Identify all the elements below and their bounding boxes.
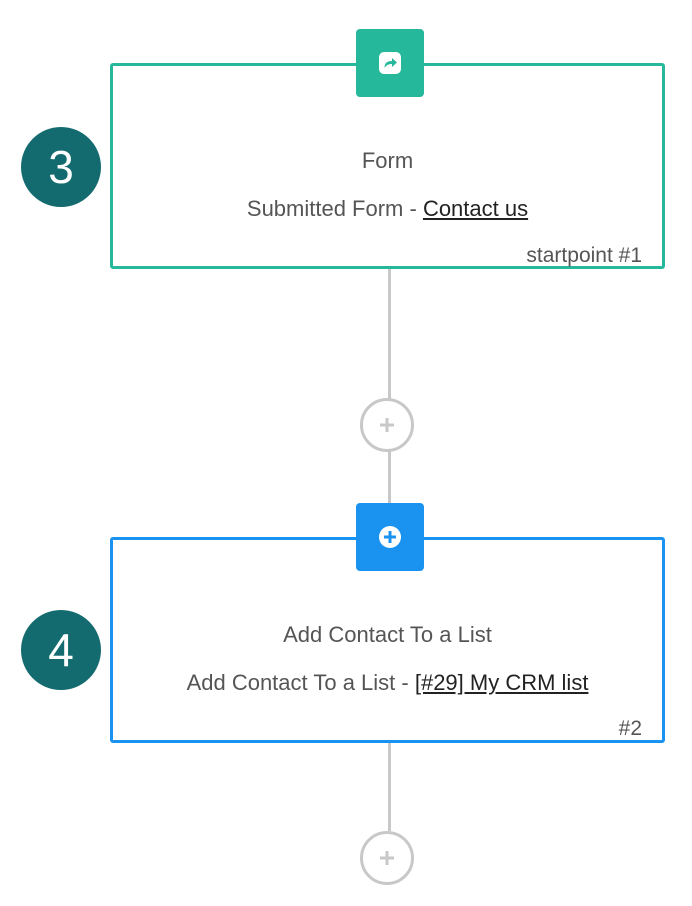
- add-step-button[interactable]: [360, 831, 414, 885]
- crm-list-link[interactable]: [#29] My CRM list: [414, 670, 589, 695]
- share-arrow-icon: [379, 52, 401, 74]
- trigger-node-form[interactable]: Form Submitted Form - Contact us startpo…: [110, 63, 665, 269]
- action-node-add-contact[interactable]: Add Contact To a List Add Contact To a L…: [110, 537, 665, 743]
- node-description: Submitted Form - Contact us: [113, 196, 662, 222]
- plus-circle-icon: [379, 526, 401, 548]
- node-title: Add Contact To a List: [283, 622, 492, 647]
- node-id-label: startpoint #1: [526, 244, 642, 267]
- trigger-icon-tile: [356, 29, 424, 97]
- node-id-label: #2: [618, 717, 642, 740]
- plus-icon: [380, 851, 394, 865]
- connector-line: [388, 743, 391, 831]
- step-number-badge: 4: [21, 610, 101, 690]
- node-description-text: Add Contact To a List -: [186, 670, 415, 695]
- connector-line: [388, 269, 391, 399]
- contact-us-form-link[interactable]: Contact us: [422, 196, 529, 221]
- node-description-text: Submitted Form -: [246, 196, 423, 221]
- action-icon-tile: [356, 503, 424, 571]
- add-step-button[interactable]: [360, 398, 414, 452]
- connector-line: [388, 451, 391, 503]
- plus-icon: [380, 418, 394, 432]
- node-description: Add Contact To a List - [#29] My CRM lis…: [113, 670, 662, 696]
- step-number-badge: 3: [21, 127, 101, 207]
- node-title: Form: [361, 148, 414, 173]
